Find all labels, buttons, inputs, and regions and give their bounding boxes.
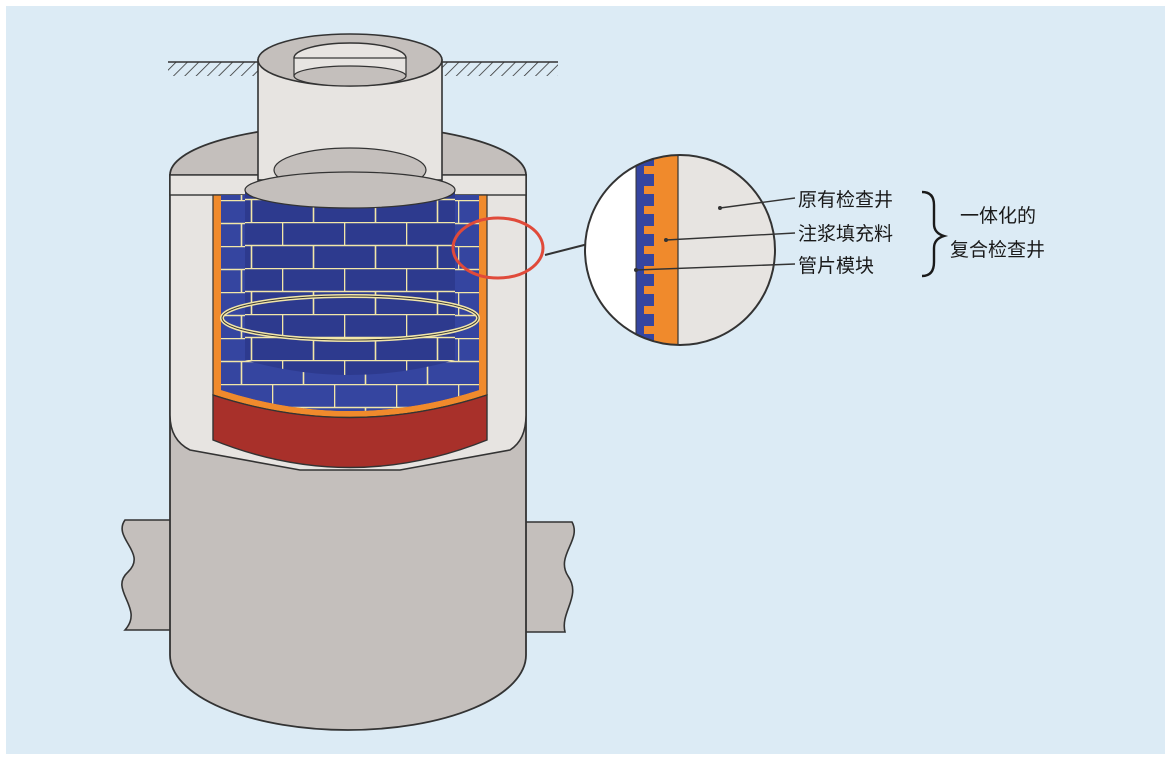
manhole-neck xyxy=(257,33,443,193)
label-segment-module: 管片模块 xyxy=(798,255,874,277)
label-grout-fill: 注浆填充料 xyxy=(798,223,893,245)
label-combined-line2: 复合检查井 xyxy=(950,239,1045,261)
magnified-section xyxy=(584,154,776,346)
label-original-well: 原有检查井 xyxy=(798,189,893,211)
red-base xyxy=(212,394,488,469)
callout-highlight xyxy=(451,216,545,280)
leader-lines xyxy=(635,197,796,271)
callout-connector xyxy=(544,243,589,256)
label-combined-line1: 一体化的 xyxy=(960,205,1036,227)
ground-hatch-right xyxy=(442,62,558,76)
grouping-brace xyxy=(921,190,949,278)
inner-lining xyxy=(212,171,488,419)
ground-hatch-left xyxy=(168,62,258,76)
